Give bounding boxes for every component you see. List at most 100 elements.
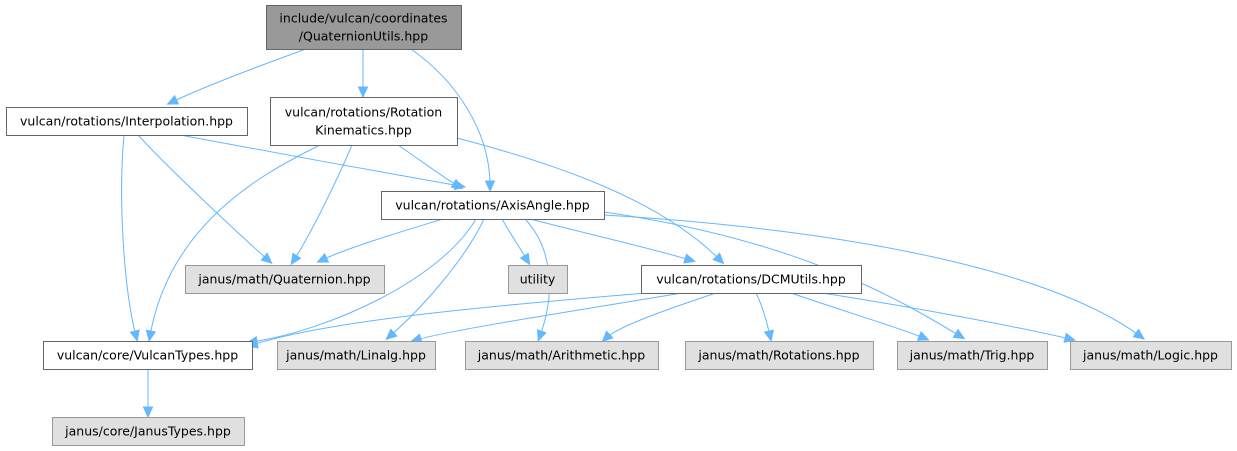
- node-label: janus/math/Rotations.hpp: [697, 348, 859, 363]
- node-label: janus/math/Trig.hpp: [909, 348, 1035, 363]
- arrowhead-icon: [484, 180, 496, 193]
- node-root[interactable]: include/vulcan/coordinates/QuaternionUti…: [266, 5, 462, 50]
- edge-interp-to-vtypes: [121, 134, 140, 343]
- node-logic: janus/math/Logic.hpp: [1070, 341, 1232, 370]
- node-label: vulcan/rotations/Rotation: [285, 105, 442, 120]
- edge-line: [603, 214, 1141, 337]
- edge-root-to-rotkin: [357, 48, 369, 99]
- node-vtypes[interactable]: vulcan/core/VulcanTypes.hpp: [43, 341, 253, 370]
- arrowhead-icon: [1063, 332, 1077, 343]
- arrowhead-icon: [290, 252, 302, 266]
- edge-line: [251, 292, 647, 346]
- edge-root-to-interp: [166, 48, 307, 105]
- edges-layer: [121, 48, 1146, 419]
- edge-line: [415, 292, 683, 341]
- arrowhead-icon: [142, 406, 154, 419]
- node-label: Kinematics.hpp: [315, 123, 412, 138]
- edge-dcm-to-linalg: [410, 292, 683, 344]
- node-label: vulcan/rotations/Interpolation.hpp: [20, 114, 233, 129]
- node-label: janus/math/Linalg.hpp: [285, 348, 426, 363]
- edge-rotkin-to-dcm: [456, 137, 725, 265]
- node-box: [641, 265, 862, 294]
- node-box: [897, 341, 1048, 370]
- edge-axisangle-to-linalg: [385, 218, 485, 341]
- edge-rotkin-to-vtypes: [145, 144, 321, 343]
- edge-line: [321, 218, 444, 261]
- edge-line: [605, 292, 717, 339]
- edge-dcm-to-trig: [790, 292, 930, 341]
- node-arith: janus/math/Arithmetic.hpp: [465, 341, 659, 370]
- node-label: janus/core/JanusTypes.hpp: [64, 424, 231, 439]
- node-label: janus/math/Logic.hpp: [1082, 348, 1218, 363]
- edge-line: [149, 144, 321, 337]
- edge-line: [171, 48, 307, 103]
- node-box: [52, 417, 245, 446]
- node-box: [43, 341, 253, 370]
- arrowhead-icon: [763, 329, 774, 343]
- edge-line: [179, 134, 461, 187]
- edge-line: [524, 218, 550, 337]
- arrowhead-icon: [683, 253, 696, 264]
- edge-axisangle-to-utility: [501, 218, 531, 266]
- edge-axisangle-to-arith: [524, 218, 550, 342]
- arrowhead-icon: [952, 328, 966, 340]
- node-dcm[interactable]: vulcan/rotations/DCMUtils.hpp: [641, 265, 862, 294]
- edge-dcm-to-arith: [601, 292, 717, 343]
- edge-dcm-to-logic: [821, 292, 1077, 343]
- edge-line: [755, 292, 771, 337]
- node-box: [381, 191, 605, 220]
- edge-line: [501, 218, 528, 261]
- arrowhead-icon: [385, 328, 398, 341]
- node-interp[interactable]: vulcan/rotations/Interpolation.hpp: [6, 107, 248, 136]
- arrowhead-icon: [145, 329, 157, 343]
- arrowhead-icon: [357, 86, 369, 99]
- node-box: [685, 341, 874, 370]
- edge-axisangle-to-quat: [316, 218, 444, 263]
- node-jtypes: janus/core/JanusTypes.hpp: [52, 417, 245, 446]
- arrowhead-icon: [166, 94, 180, 105]
- node-linalg: janus/math/Linalg.hpp: [277, 341, 436, 370]
- edge-axisangle-to-dcm: [529, 218, 696, 264]
- edge-dcm-to-rotations: [755, 292, 774, 343]
- node-quat: janus/math/Quaternion.hpp: [185, 265, 385, 294]
- arrowhead-icon: [916, 331, 930, 341]
- node-label: vulcan/rotations/AxisAngle.hpp: [395, 198, 590, 213]
- node-label: janus/math/Arithmetic.hpp: [477, 348, 646, 363]
- arrowhead-icon: [519, 252, 531, 266]
- node-axisangle[interactable]: vulcan/rotations/AxisAngle.hpp: [381, 191, 605, 220]
- node-label: utility: [520, 272, 556, 287]
- node-box: [465, 341, 659, 370]
- node-label: vulcan/rotations/DCMUtils.hpp: [656, 272, 846, 287]
- node-label: include/vulcan/coordinates: [279, 11, 447, 26]
- node-box: [6, 107, 248, 136]
- edge-axisangle-to-logic: [603, 214, 1146, 340]
- node-box: [277, 341, 436, 370]
- edge-line: [137, 134, 269, 261]
- edge-line: [821, 292, 1071, 340]
- node-label: vulcan/core/VulcanTypes.hpp: [57, 348, 238, 363]
- arrowhead-icon: [536, 329, 547, 342]
- arrowhead-icon: [129, 329, 140, 343]
- edge-rotkin-to-axisangle: [397, 144, 464, 190]
- edge-dcm-to-vtypes: [246, 292, 647, 349]
- node-trig: janus/math/Trig.hpp: [897, 341, 1048, 370]
- node-box: [185, 265, 385, 294]
- edge-vtypes-to-jtypes: [142, 369, 154, 419]
- arrowhead-icon: [316, 252, 330, 263]
- arrowhead-icon: [450, 178, 464, 190]
- node-box: [1070, 341, 1232, 370]
- arrowhead-icon: [601, 330, 614, 343]
- edge-rotkin-to-quat: [290, 144, 353, 266]
- edge-interp-to-quat: [137, 134, 273, 265]
- nodes-layer: include/vulcan/coordinates/QuaternionUti…: [6, 5, 1232, 446]
- node-label: janus/math/Quaternion.hpp: [197, 272, 370, 287]
- edge-line: [397, 144, 459, 187]
- node-rotations: janus/math/Rotations.hpp: [685, 341, 874, 370]
- edge-line: [121, 134, 137, 337]
- edge-line: [529, 218, 691, 261]
- arrowhead-icon: [260, 252, 273, 265]
- edge-line: [389, 218, 485, 337]
- edge-line: [410, 48, 491, 187]
